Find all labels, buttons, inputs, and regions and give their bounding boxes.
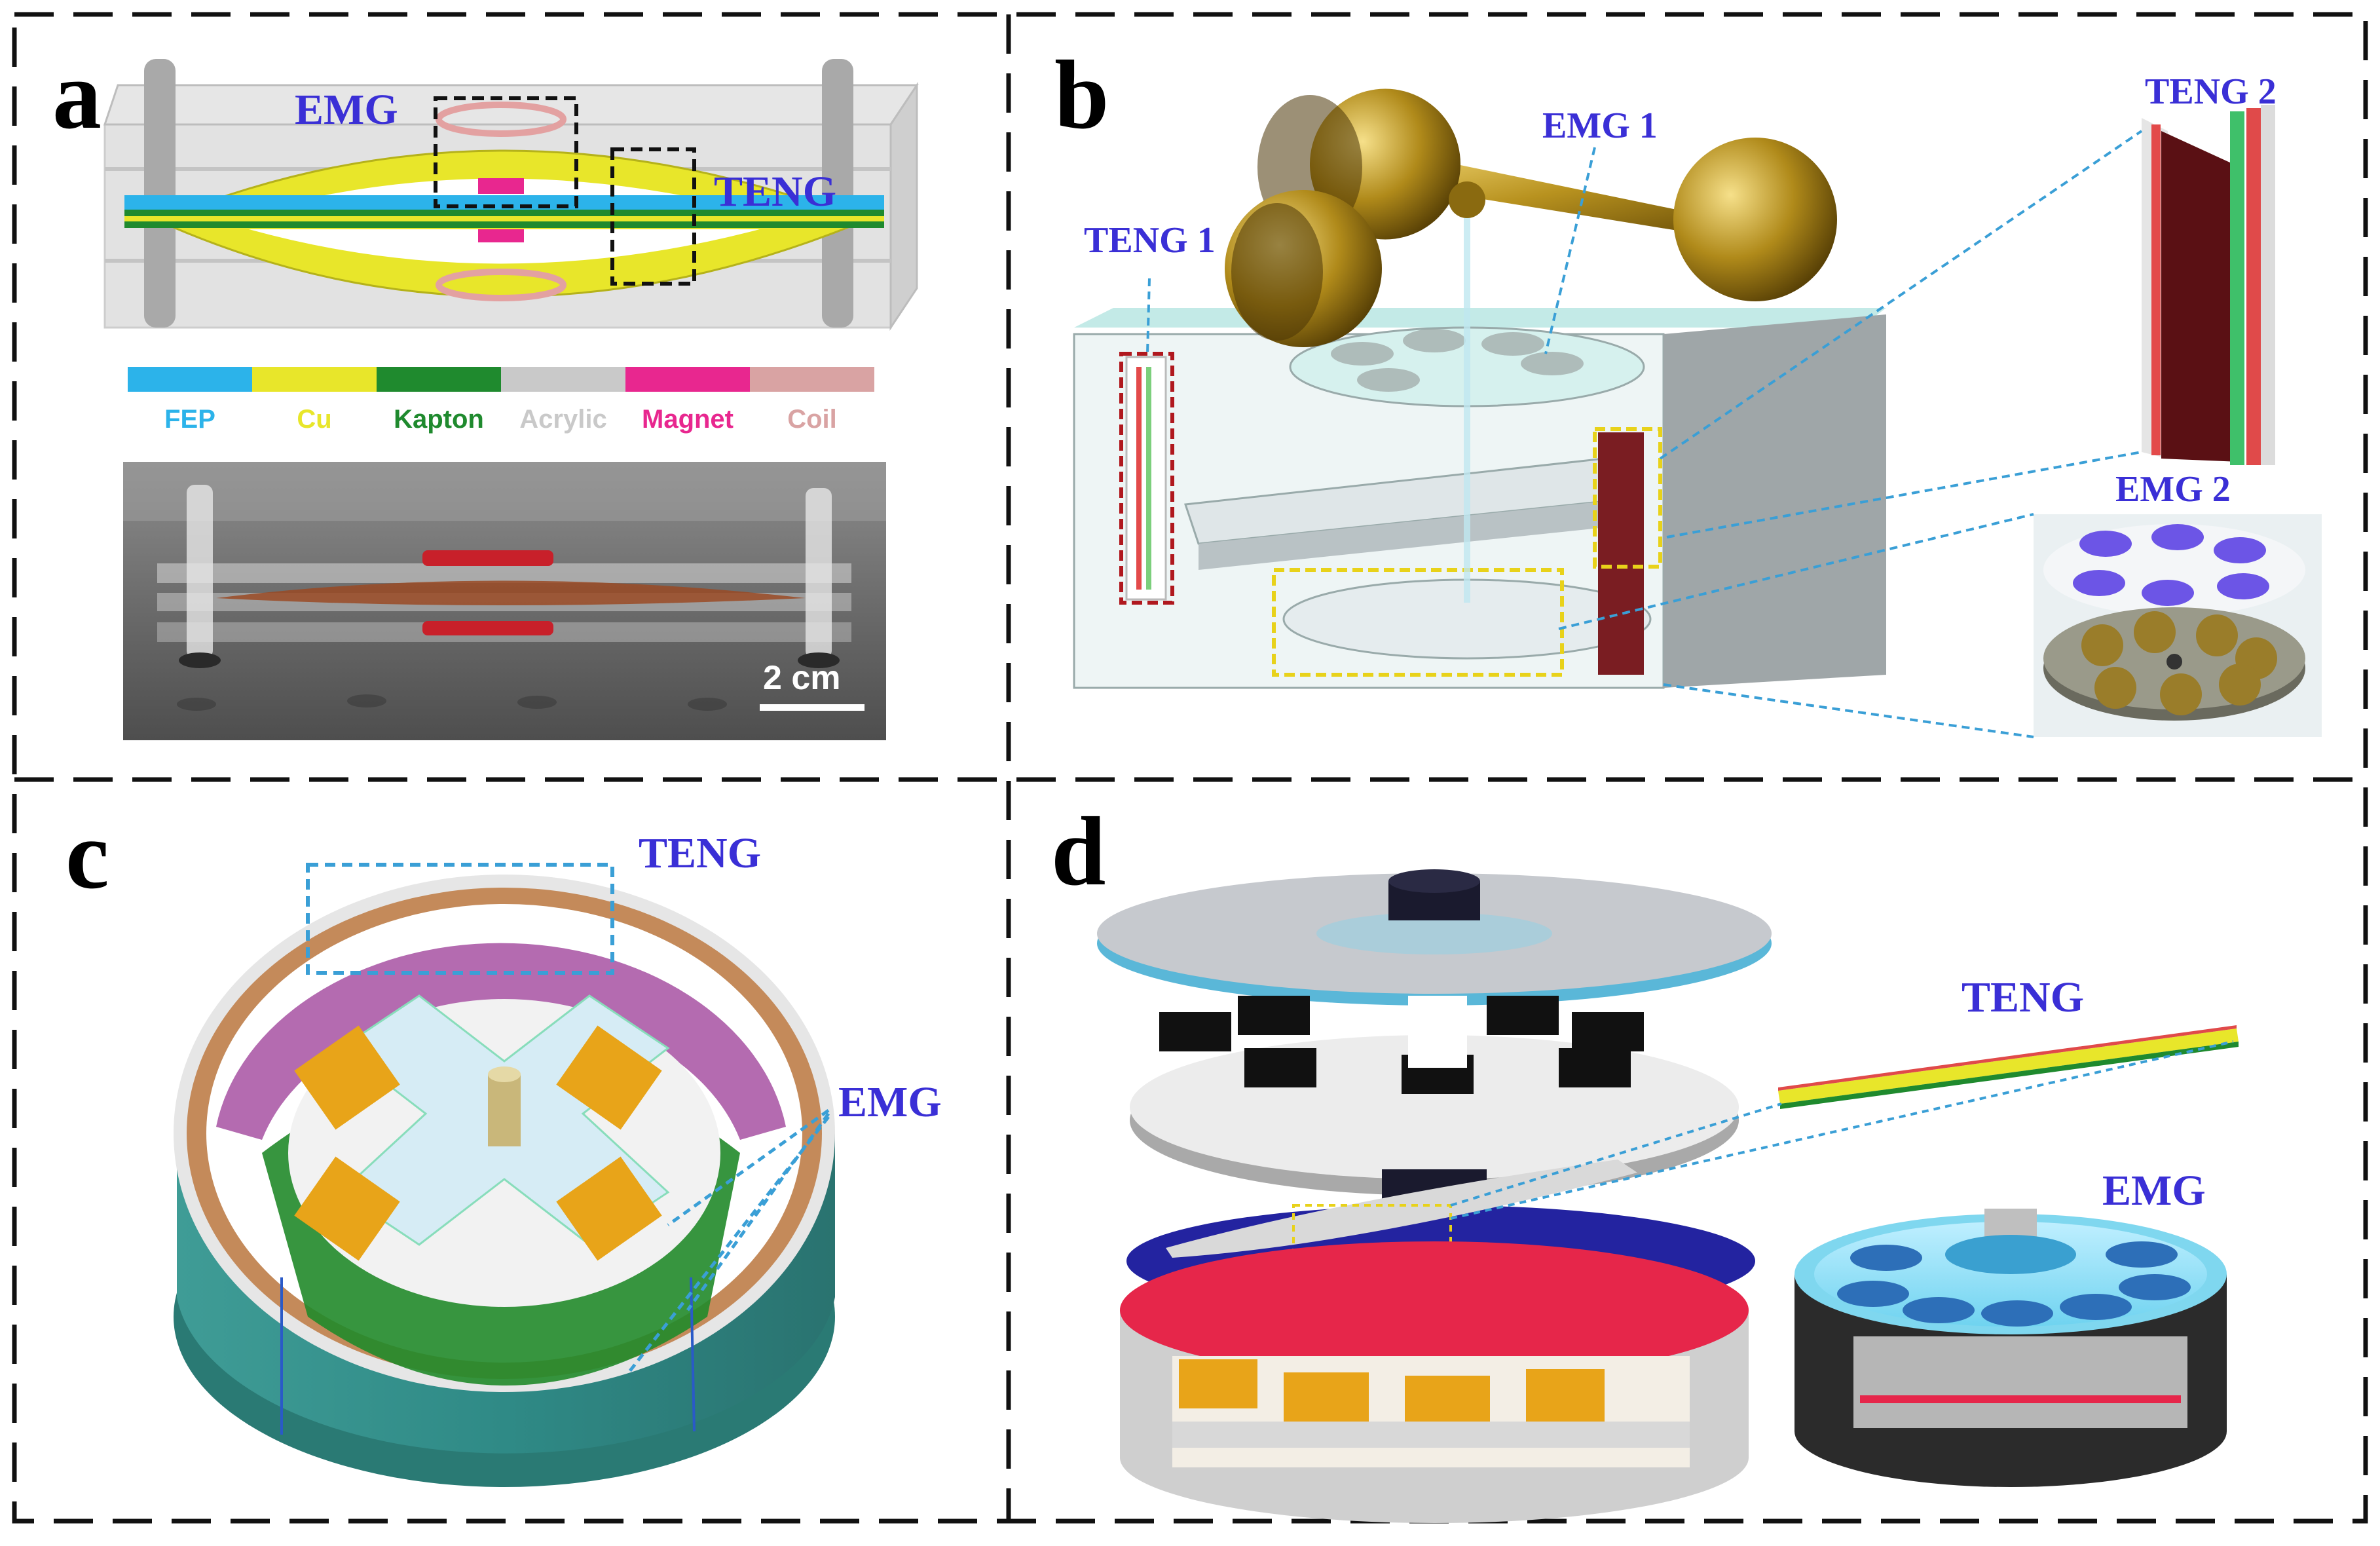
leader-lines-d	[1450, 1040, 2234, 1220]
legend-label-kapton: Kapton	[394, 405, 484, 434]
legend-label-magnet: Magnet	[642, 405, 734, 434]
panel-frames	[12, 12, 2368, 1524]
scale-bar	[760, 704, 865, 711]
legend-swatch-magnet	[625, 367, 750, 392]
legend-label-acrylic: Acrylic	[519, 405, 607, 434]
legend-label-fep: FEP	[164, 405, 215, 434]
panel-letter-c: c	[65, 801, 109, 909]
stack-top-disc	[1097, 869, 1772, 1006]
legend-swatch-coil	[750, 367, 874, 392]
label-d-emg: EMG	[2102, 1167, 2206, 1215]
panel-d	[1097, 869, 2239, 1523]
teng-strip	[1778, 1025, 2239, 1109]
cylinder-device	[174, 863, 835, 1487]
panel-c	[174, 863, 835, 1487]
acrylic-block	[103, 59, 919, 331]
emg-drum	[1794, 1209, 2227, 1487]
device-photo	[123, 462, 886, 740]
scale-bar-label: 2 cm	[763, 659, 841, 697]
material-legend	[128, 367, 874, 392]
leader-lines-b	[1146, 130, 2143, 738]
label-a-teng: TENG	[714, 168, 837, 216]
stack-magnet-ring	[1130, 996, 1739, 1196]
emg2-detail	[2034, 514, 2322, 737]
panel-letter-d: d	[1051, 797, 1106, 906]
panel-letter-b: b	[1054, 41, 1109, 149]
label-d-teng: TENG	[1962, 973, 2085, 1021]
legend-label-cu: Cu	[297, 405, 332, 434]
label-c-teng: TENG	[639, 829, 762, 877]
legend-swatch-kapton	[377, 367, 501, 392]
legend-label-coil: Coil	[787, 405, 837, 434]
panel-a	[103, 59, 919, 740]
label-b-teng2: TENG 2	[2145, 71, 2277, 112]
label-a-emg: EMG	[295, 86, 398, 134]
anemometer-cups	[1225, 88, 1837, 347]
legend-swatch-fep	[128, 367, 252, 392]
panel-b	[1073, 88, 2322, 738]
stack-base	[1120, 1241, 1749, 1523]
legend-swatch-acrylic	[501, 367, 625, 392]
panel-letter-a: a	[52, 41, 102, 149]
label-c-emg: EMG	[838, 1078, 942, 1126]
teng2-detail	[2142, 105, 2275, 465]
legend-swatch-cu	[252, 367, 377, 392]
leader-lines-c	[627, 1108, 830, 1374]
label-b-teng1: TENG 1	[1084, 220, 1216, 261]
label-b-emg1: EMG 1	[1542, 105, 1658, 146]
label-b-emg2: EMG 2	[2115, 469, 2231, 510]
